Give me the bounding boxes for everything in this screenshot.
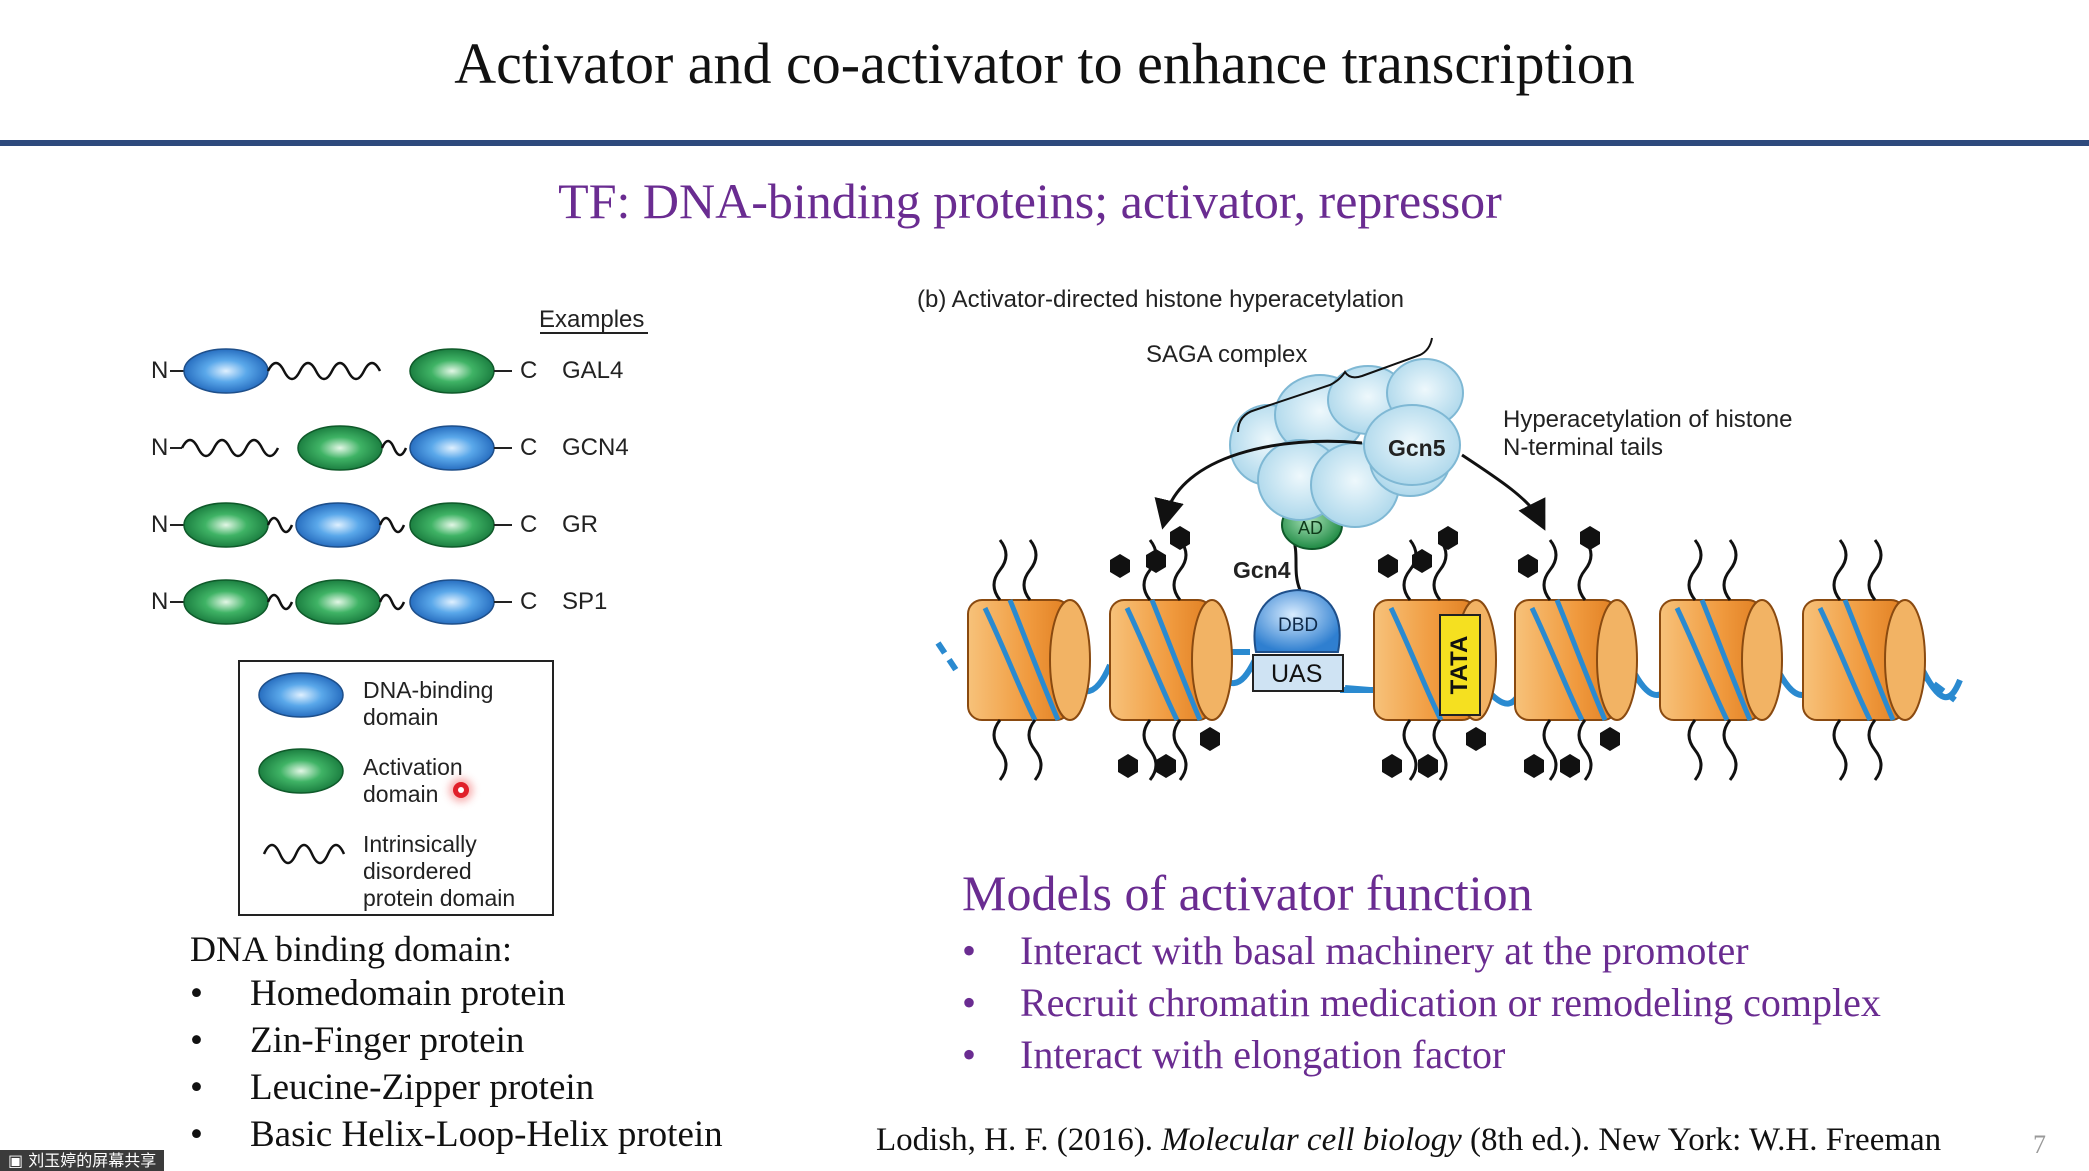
- uas-label: UAS: [1271, 660, 1323, 688]
- saga-complex: [1229, 358, 1464, 528]
- acetyl-groups: [1110, 526, 1620, 778]
- domain-legend: [238, 660, 554, 916]
- hyperacetylation-label: Hyperacetylation of histone N-terminal t…: [1503, 406, 1793, 461]
- list-item: Homedomain protein: [190, 970, 723, 1017]
- slide-title: Activator and co-activator to enhance tr…: [454, 31, 1635, 96]
- arrow-right: [1461, 453, 1546, 531]
- models-list: Interact with basal machinery at the pro…: [962, 925, 1881, 1081]
- protein-name-gr: GR: [562, 511, 598, 538]
- c-terminus-label: C: [520, 434, 538, 461]
- protein-row-gcn4: [170, 425, 512, 471]
- arrow-left: [1154, 439, 1363, 530]
- legend-label-dna-binding: DNA-binding domain: [363, 677, 494, 730]
- protein-row-sp1: [170, 579, 512, 625]
- slide-subtitle: TF: DNA-binding proteins; activator, rep…: [558, 173, 1502, 229]
- n-terminus-label: N: [151, 434, 169, 461]
- dbd-label: DBD: [1278, 615, 1319, 636]
- c-terminus-label: C: [520, 511, 538, 538]
- dbd-domain: [1253, 588, 1341, 653]
- gcn4-label: Gcn4: [1233, 557, 1291, 583]
- screen-share-badge[interactable]: ▣ 刘玉婷的屏幕共享: [0, 1150, 165, 1171]
- legend-label-activation: Activation domain: [363, 754, 463, 807]
- protein-row-gal4: [170, 348, 512, 394]
- list-item: Zin-Finger protein: [190, 1017, 723, 1064]
- list-item: Basic Helix-Loop-Helix protein: [190, 1111, 723, 1158]
- dna-binding-domain-ellipse: [183, 348, 269, 394]
- list-item: Leucine-Zipper protein: [190, 1064, 723, 1111]
- citation: Lodish, H. F. (2016). Molecular cell bio…: [876, 1122, 1941, 1159]
- nucleosome-6: [1802, 599, 1926, 722]
- screen-share-icon: ▣: [8, 1151, 29, 1170]
- saga-complex-label: SAGA complex: [1146, 341, 1308, 368]
- panel-b-title: (b) Activator-directed histone hyperacet…: [917, 286, 1404, 313]
- nucleosome-4: [1514, 599, 1638, 722]
- nucleosome-2: [1109, 599, 1233, 722]
- list-item: Interact with elongation factor: [962, 1029, 1881, 1081]
- activation-domain-ellipse: [409, 348, 495, 394]
- gcn5-label: Gcn5: [1388, 435, 1446, 461]
- nucleosome-5: [1659, 599, 1783, 722]
- dna-binding-domain-list: Homedomain protein Zin-Finger protein Le…: [190, 970, 723, 1158]
- nucleosome-3: [1373, 599, 1497, 722]
- n-terminus-label: N: [151, 588, 169, 615]
- n-terminus-label: N: [151, 511, 169, 538]
- dna-dashed-left: [935, 641, 963, 678]
- activation-domain-ellipse: [409, 502, 495, 548]
- n-terminus-label: N: [151, 357, 169, 384]
- nucleosome-1: [967, 599, 1091, 722]
- activation-domain-ellipse: [297, 425, 383, 471]
- title-divider: [0, 140, 2089, 146]
- list-item: Interact with basal machinery at the pro…: [962, 925, 1881, 977]
- citation-book-title: Molecular cell biology: [1161, 1122, 1462, 1158]
- saga-bracket: [1237, 337, 1433, 433]
- ad-label: AD: [1298, 518, 1324, 538]
- activation-domain-ellipse: [295, 579, 381, 625]
- legend-swatch-disordered: [262, 843, 346, 865]
- legend-swatch-activation: [258, 748, 344, 794]
- protein-name-gal4: GAL4: [562, 357, 624, 384]
- laser-pointer-icon: [453, 782, 469, 798]
- figure-b-hyperacetylation: [935, 337, 1963, 781]
- figure-a-protein-domains: [170, 332, 648, 865]
- legend-swatch-dna-binding: [258, 672, 344, 718]
- uas-box: [1252, 654, 1344, 692]
- page-number: 7: [2033, 1130, 2046, 1159]
- tata-label: TATA: [1446, 635, 1473, 695]
- citation-publisher: (8th ed.). New York: W.H. Freeman: [1461, 1122, 1942, 1158]
- dna-binding-domain-ellipse: [409, 579, 495, 625]
- tata-box: [1439, 614, 1481, 716]
- disordered-domain-wave: [266, 361, 382, 381]
- c-terminus-label: C: [520, 357, 538, 384]
- protein-name-gcn4: GCN4: [562, 434, 629, 461]
- protein-row-gr: [170, 502, 512, 548]
- list-item: Recruit chromatin medication or remodeli…: [962, 977, 1881, 1029]
- c-terminus-label: C: [520, 588, 538, 615]
- legend-label-disordered: Intrinsically disordered protein domain: [363, 831, 516, 911]
- histone-tails: [992, 539, 1883, 781]
- activation-domain-ellipse: [183, 579, 269, 625]
- screen-share-label: 刘玉婷的屏幕共享: [28, 1151, 157, 1170]
- activation-domain-ellipse: [183, 502, 269, 548]
- examples-header: Examples: [539, 306, 645, 333]
- protein-name-sp1: SP1: [562, 588, 608, 615]
- disordered-domain-wave: [180, 438, 280, 458]
- dna-binding-domain-ellipse: [295, 502, 381, 548]
- models-heading: Models of activator function: [962, 865, 1533, 921]
- citation-authors: Lodish, H. F. (2016).: [876, 1122, 1162, 1158]
- dna-binding-domain-heading: DNA binding domain:: [190, 929, 512, 969]
- dna-binding-domain-ellipse: [409, 425, 495, 471]
